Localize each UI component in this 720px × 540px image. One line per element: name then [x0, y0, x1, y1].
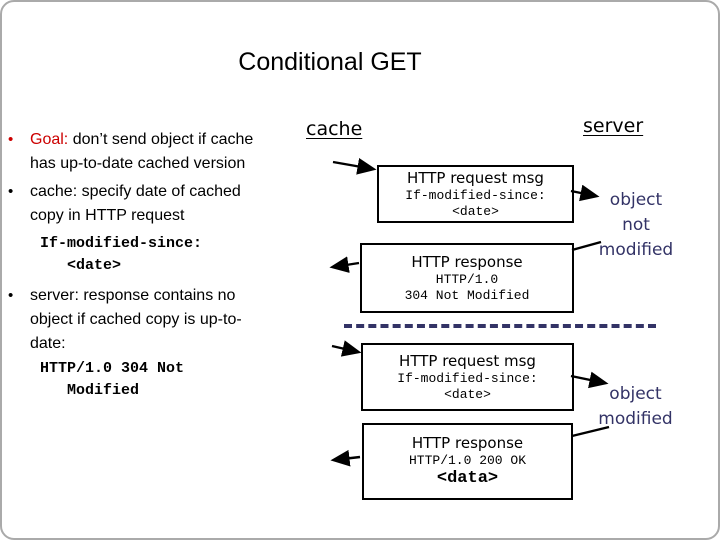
box-code: If-modified-since: <date> — [405, 187, 546, 219]
http-response-box-1: HTTP response HTTP/1.0 304 Not Modified — [360, 243, 574, 313]
code-if-modified-since: If-modified-since: <date> — [40, 235, 203, 274]
goal-label: Goal: — [30, 131, 69, 148]
annotation-object-not-modified: object not modified — [598, 190, 674, 260]
bullet-marker: • — [8, 131, 14, 148]
goal-text: don’t send object if cache has up-to-dat… — [30, 131, 254, 172]
bullet-text: server: response contains no object if c… — [30, 287, 242, 352]
http-request-box-1: HTTP request msg If-modified-since: <dat… — [377, 165, 574, 223]
box-title: HTTP request msg — [399, 351, 536, 370]
cache-label: cache — [306, 118, 363, 140]
bullet-marker: • — [8, 183, 14, 200]
box-code: HTTP/1.0 200 OK — [408, 453, 527, 468]
box-code: If-modified-since: <date> — [397, 370, 538, 402]
box-code: HTTP/1.0 304 Not Modified — [404, 271, 530, 303]
bullet-text: cache: specify date of cached copy in HT… — [30, 183, 241, 224]
box-title: HTTP request msg — [407, 168, 544, 187]
annotation-object-modified: object modified — [598, 384, 673, 429]
bullet-goal: • Goal: don’t send object if cache has u… — [8, 128, 318, 176]
dashed-timeline-divider — [344, 324, 656, 328]
http-request-box-2: HTTP request msg If-modified-since: <dat… — [361, 343, 574, 411]
bullet-cache: • cache: specify date of cached copy in … — [8, 180, 318, 228]
bullet-server: • server: response contains no object if… — [8, 284, 318, 356]
code-304-not-modified: HTTP/1.0 304 Not Modified — [40, 360, 185, 399]
bullet-marker: • — [8, 287, 14, 304]
box-title: HTTP response — [411, 434, 524, 452]
box-data: <data> — [436, 469, 499, 488]
http-response-box-2: HTTP response HTTP/1.0 200 OK <data> — [362, 423, 573, 500]
server-label: server — [583, 115, 644, 137]
page-title: Conditional GET — [238, 48, 422, 76]
bullet-text: Goal: don’t send object if cache has up-… — [30, 128, 318, 176]
box-title: HTTP response — [411, 252, 523, 271]
